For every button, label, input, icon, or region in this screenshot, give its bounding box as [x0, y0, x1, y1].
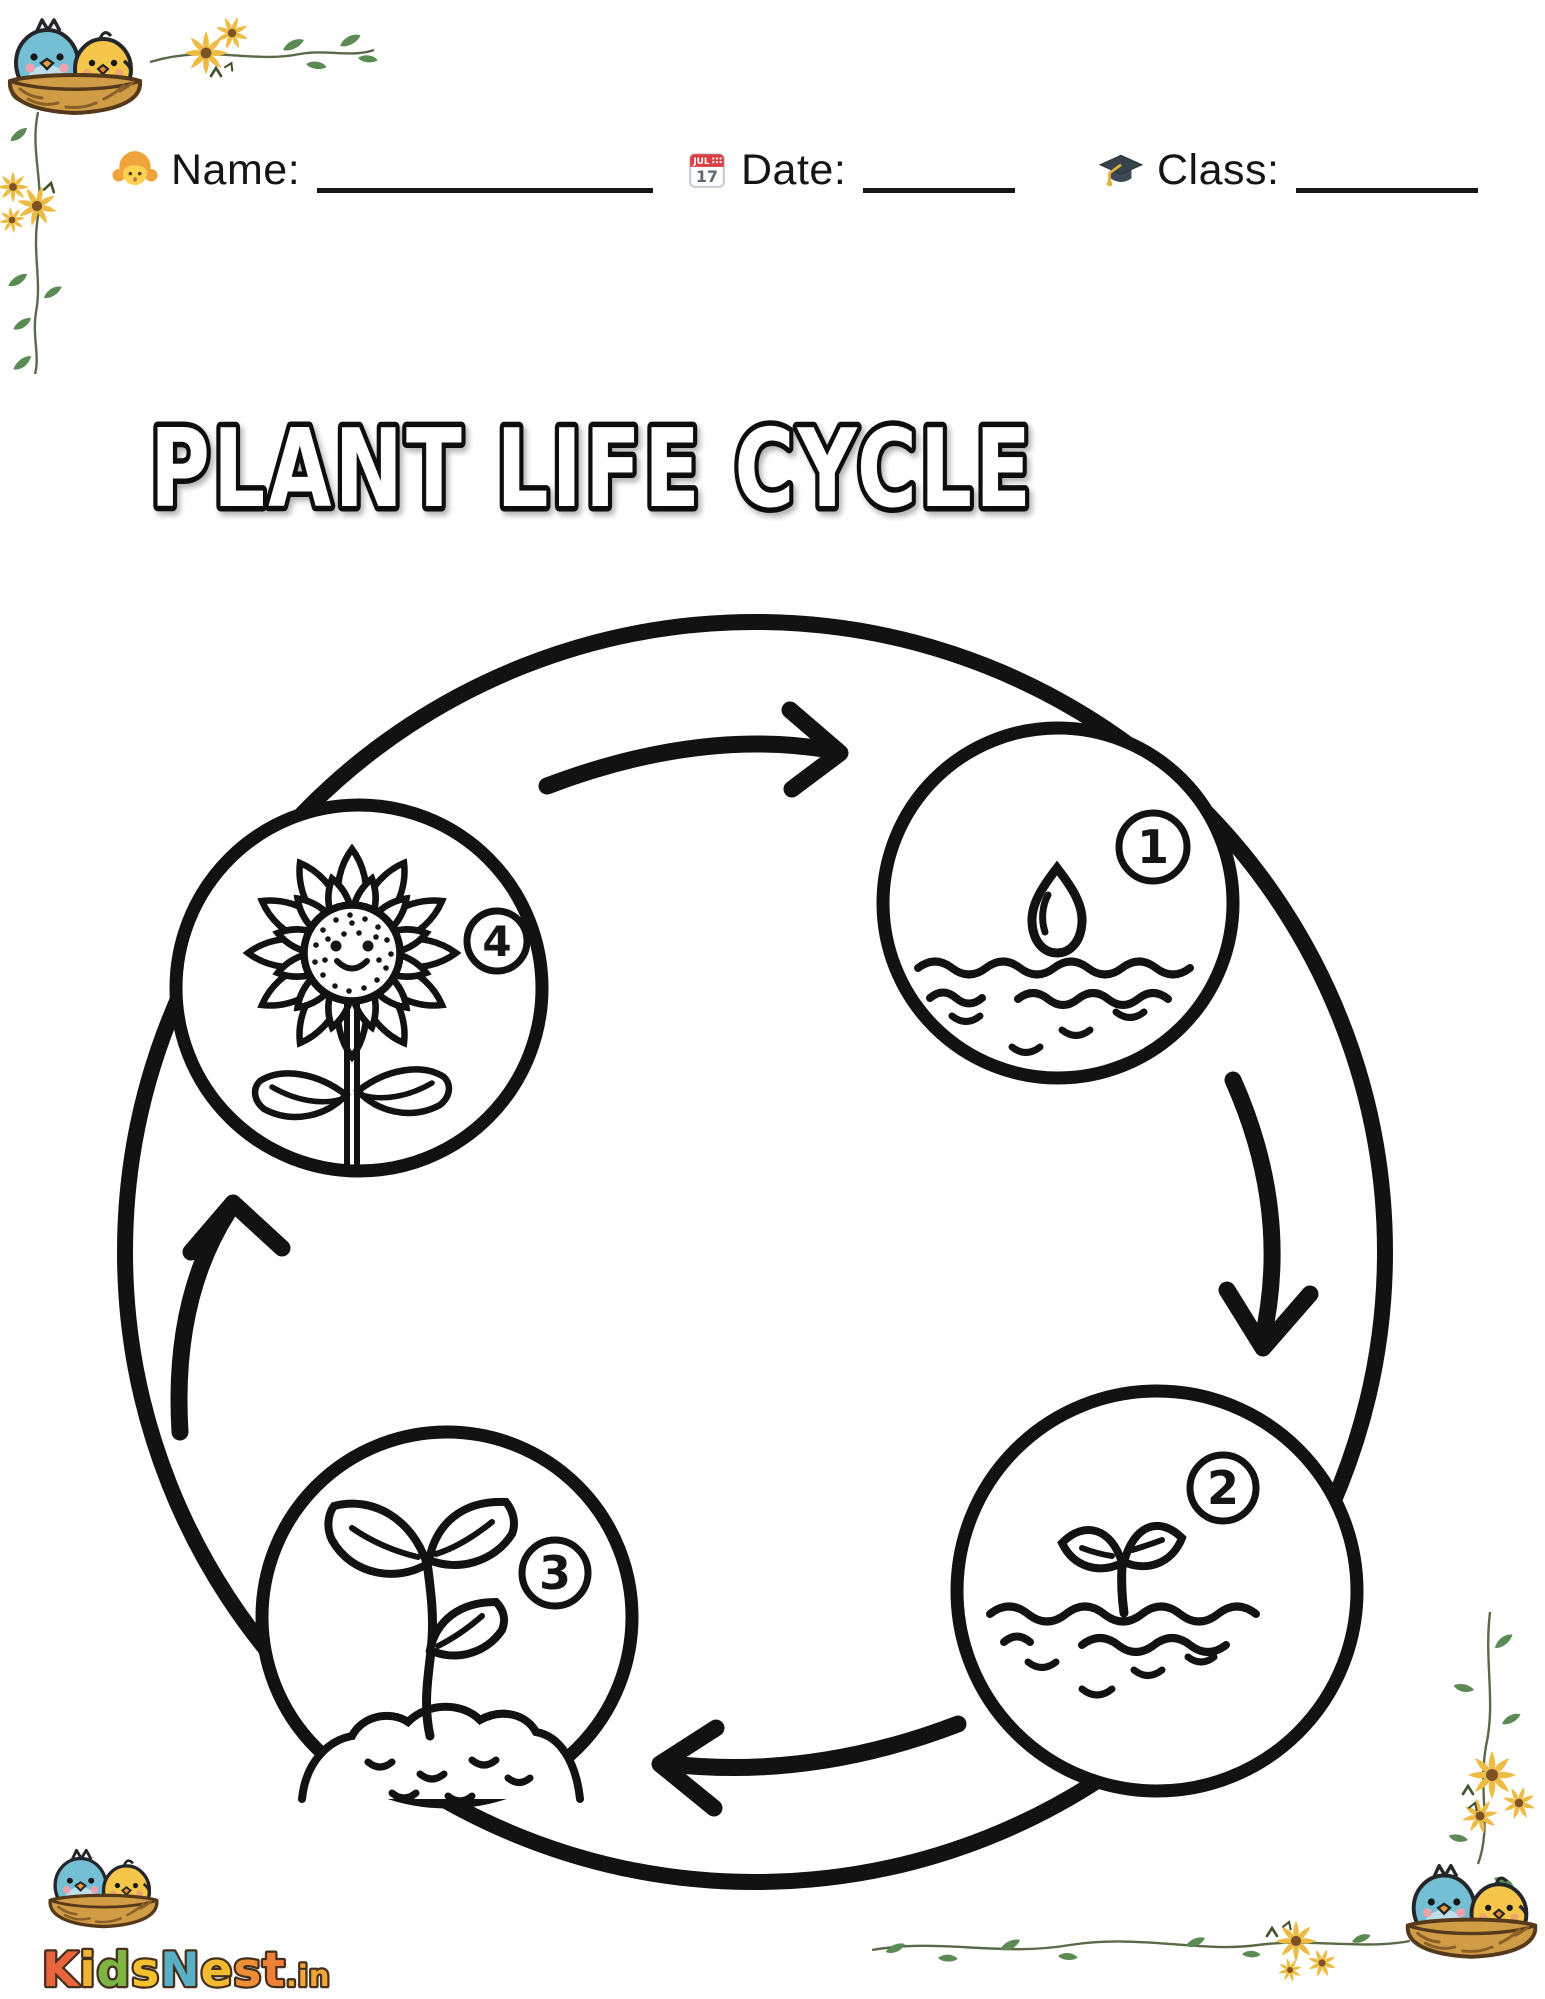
stage-4-number: 4	[482, 917, 511, 966]
arrow-bottom-icon	[651, 1715, 967, 1817]
date-label: Date:	[741, 145, 847, 194]
daisy-flower-icon	[0, 171, 29, 203]
bottom-right-decoration	[871, 1611, 1541, 1985]
calendar-emoji-icon: JUL 17	[689, 153, 725, 188]
cycle-diagram: 1 2	[117, 614, 1393, 1890]
logo-letter: N	[160, 1943, 200, 1998]
date-write-line[interactable]	[863, 188, 1016, 193]
logo-tld: .in	[286, 1959, 331, 1993]
bottom-vine	[871, 1939, 1411, 1952]
seed-in-soil-icon	[914, 860, 1194, 1056]
daisy-flower-icon	[0, 204, 28, 236]
daisy-flower-icon	[1275, 1955, 1305, 1985]
class-write-line[interactable]	[1296, 188, 1479, 193]
name-field: Name:	[112, 138, 654, 202]
daisy-flower-icon	[1275, 1920, 1317, 1962]
daisy-flower-icon	[1468, 1751, 1516, 1799]
girl-emoji-icon	[112, 151, 158, 186]
seedling-icon	[298, 1497, 584, 1805]
date-field: JUL 17 Date:	[686, 138, 1016, 202]
logo-letter: t	[262, 1943, 285, 1998]
arrow-left-icon	[170, 1194, 291, 1441]
top-vine	[149, 48, 375, 64]
sunflower-face	[312, 912, 394, 994]
right-vine	[1476, 1611, 1492, 1865]
name-write-line[interactable]	[317, 188, 654, 193]
calendar-day: 17	[696, 167, 718, 186]
stage-1-number: 1	[1137, 820, 1169, 874]
stage-2-number: 2	[1207, 1461, 1239, 1515]
logo-letter: K	[42, 1943, 80, 1998]
birds-in-nest-illustration	[1405, 1863, 1538, 1959]
birds-in-nest-illustration	[7, 18, 143, 115]
page-title: PLANT LIFE CYCLE	[150, 407, 1034, 532]
logo-letter: i	[79, 1943, 96, 1998]
logo-letter: e	[201, 1943, 234, 1998]
left-vine	[33, 111, 41, 375]
sprout-in-soil-icon	[986, 1522, 1260, 1699]
logo-letter: s	[233, 1943, 262, 1998]
class-field: Class:	[1098, 138, 1479, 202]
logo-letter: d	[97, 1943, 132, 1998]
kidsnest-logo: KidsNest.in	[40, 1848, 332, 1999]
calendar-month: JUL	[692, 157, 710, 167]
stage-3-number: 3	[539, 1546, 571, 1600]
stage-3-badge: 3	[518, 1536, 592, 1610]
name-label: Name:	[171, 145, 301, 194]
birds-in-nest-illustration	[48, 1848, 159, 1929]
daisy-flower-icon	[1458, 1794, 1502, 1838]
top-left-decoration	[0, 11, 379, 375]
stage-1-badge: 1	[1115, 809, 1191, 885]
graduation-cap-emoji-icon	[1098, 154, 1144, 187]
stage-4-badge: 4	[463, 907, 531, 975]
cycle-stage-1: 1	[876, 721, 1240, 1085]
class-label: Class:	[1157, 145, 1280, 194]
cycle-stage-4: 4	[169, 798, 549, 1178]
cycle-stage-3: 3	[255, 1425, 639, 1809]
arrow-right-icon	[1218, 1071, 1319, 1357]
stage-2-badge: 2	[1186, 1451, 1260, 1525]
stage-2-circle	[950, 1384, 1364, 1798]
logo-letter: s	[131, 1943, 160, 1998]
arrow-top-icon	[538, 701, 849, 798]
daisy-flower-icon	[1303, 1944, 1341, 1982]
sunflower-icon	[248, 849, 456, 1171]
cycle-ring	[117, 614, 1393, 1890]
daisy-flower-icon	[210, 11, 254, 55]
kidsnest-logo-text: KidsNest.in	[42, 1943, 330, 1998]
cycle-stage-2: 2	[950, 1384, 1364, 1798]
